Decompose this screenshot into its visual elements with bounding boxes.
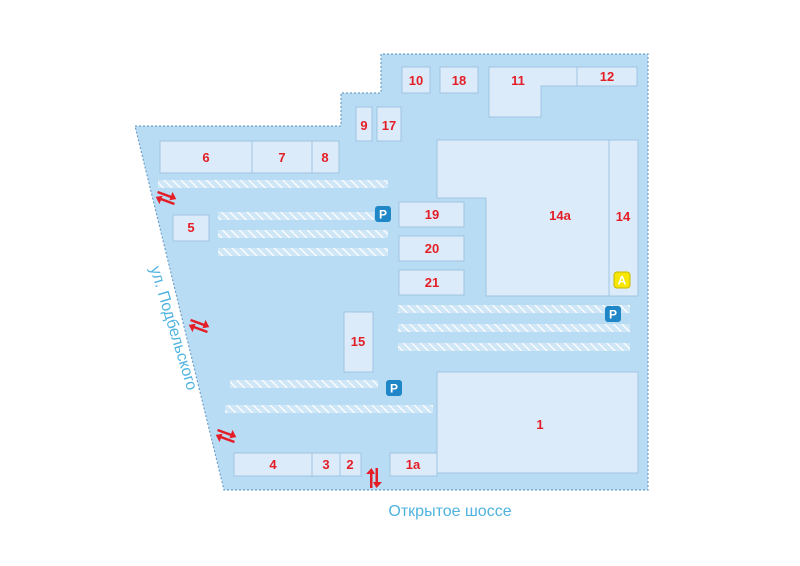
building-label: 11	[511, 73, 525, 88]
building-7[interactable]	[251, 140, 313, 174]
parking-stripe	[398, 324, 630, 332]
building-label: 4	[269, 457, 277, 472]
street-name-south: Открытое шоссе	[388, 503, 511, 520]
svg-text:P: P	[390, 382, 398, 396]
building-label: 21	[425, 275, 439, 290]
building-1a[interactable]	[389, 452, 438, 477]
building-8[interactable]	[311, 140, 340, 174]
building-5[interactable]	[172, 214, 210, 242]
building-10[interactable]	[401, 66, 431, 94]
building-label: 5	[187, 220, 194, 235]
building-label: 10	[409, 73, 423, 88]
two-way-arrow-icon	[188, 318, 210, 334]
parking-stripe	[158, 180, 388, 188]
building-label: 1	[536, 417, 543, 432]
building-15[interactable]	[343, 311, 374, 373]
parking-stripe	[218, 212, 374, 220]
parking-stripes	[158, 180, 630, 413]
building-label: 15	[351, 334, 365, 349]
two-way-arrow-icon	[366, 468, 382, 488]
parking-markers: P P P A	[375, 206, 631, 396]
parking-icon[interactable]: P	[386, 380, 402, 396]
building-label: 12	[600, 69, 614, 84]
building-17[interactable]	[376, 106, 402, 142]
building-label: 1а	[406, 457, 421, 472]
parking-icon[interactable]: P	[375, 206, 391, 222]
building-19[interactable]	[398, 201, 465, 228]
svg-text:A: A	[618, 274, 627, 288]
building-label: 14а	[549, 208, 571, 223]
parking-icon[interactable]: P	[605, 306, 621, 322]
building-2[interactable]	[339, 452, 362, 477]
building-label: 6	[202, 150, 209, 165]
building-label: 17	[382, 118, 396, 133]
building-1[interactable]	[436, 371, 639, 474]
building-12[interactable]	[576, 66, 638, 87]
parking-stripe	[398, 305, 630, 313]
building-label: 7	[278, 150, 285, 165]
building-18[interactable]	[439, 66, 479, 94]
two-way-arrow-icon	[215, 428, 237, 444]
building-labels: 10 18 11 12 9 17 6 7 8 14а 14 5 19 20 21…	[187, 69, 631, 472]
building-label: 3	[322, 457, 329, 472]
two-way-arrow-icon	[155, 190, 177, 206]
building-14[interactable]	[608, 139, 639, 297]
building-21[interactable]	[398, 269, 465, 296]
building-label: 9	[360, 118, 367, 133]
building-label: 19	[425, 207, 439, 222]
parking-stripe	[398, 343, 630, 351]
parking-stripe	[225, 405, 433, 413]
building-label: 18	[452, 73, 466, 88]
svg-text:P: P	[379, 208, 387, 222]
building-9[interactable]	[355, 106, 373, 142]
building-label: 14	[616, 209, 631, 224]
parking-stripe	[218, 248, 388, 256]
building-label: 8	[321, 150, 328, 165]
building-20[interactable]	[398, 235, 465, 262]
buildings	[159, 66, 639, 477]
entrance-arrows	[155, 190, 382, 488]
parking-stripe	[230, 380, 378, 388]
entrance-a-marker[interactable]: A	[613, 271, 631, 289]
building-label: 2	[346, 457, 353, 472]
building-label: 20	[425, 241, 439, 256]
parking-stripe	[218, 230, 388, 238]
svg-text:P: P	[609, 308, 617, 322]
